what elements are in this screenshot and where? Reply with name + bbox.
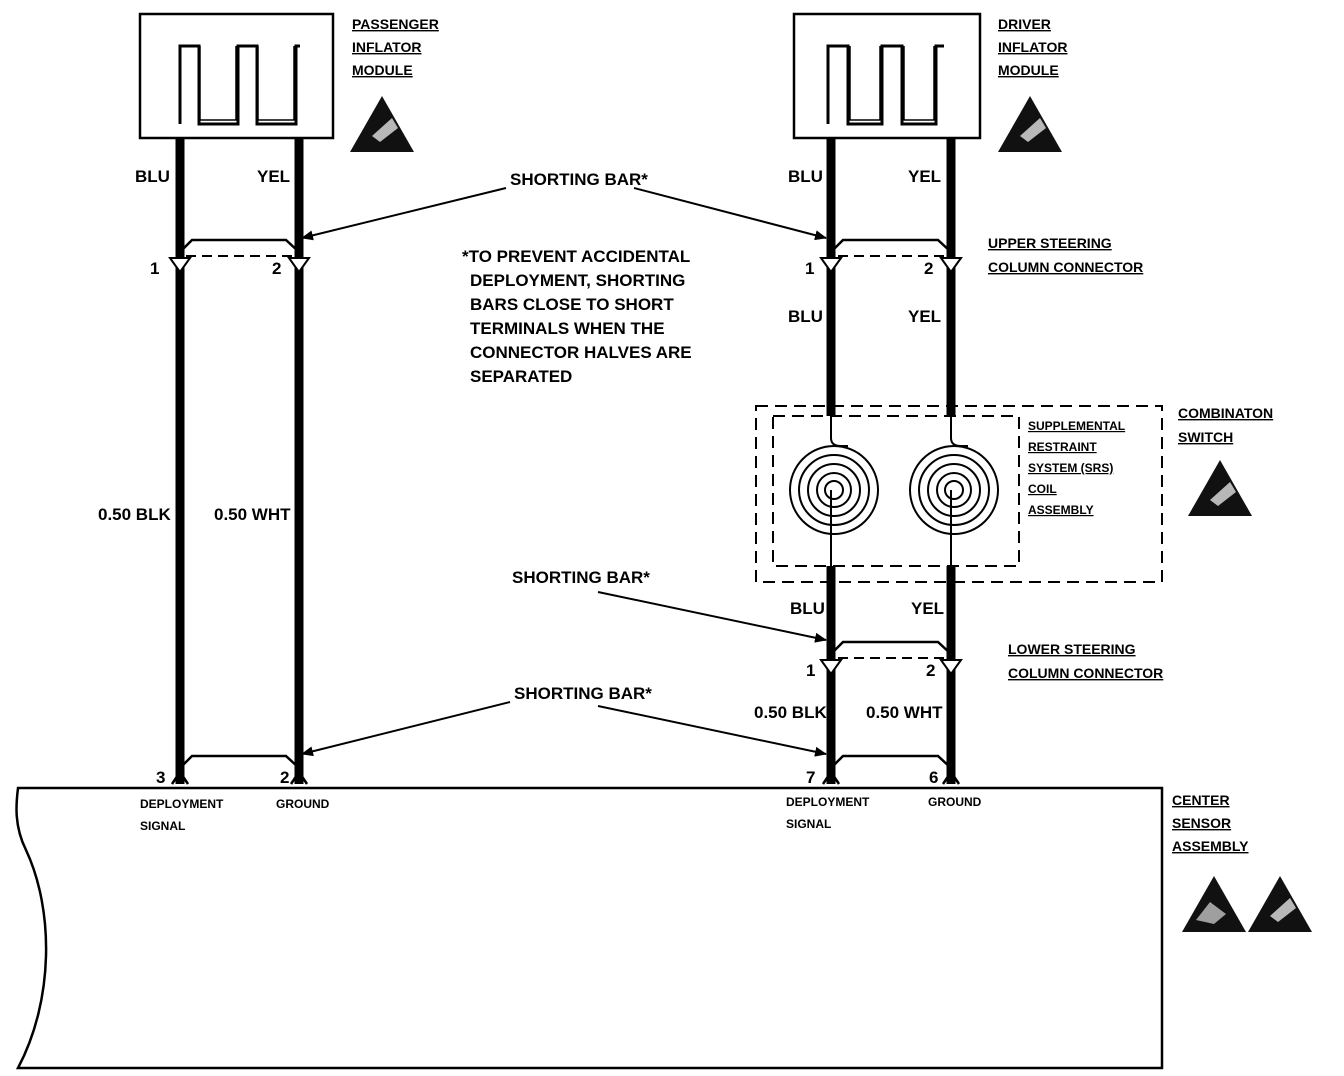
terminal-label-ground: GROUND [276, 797, 330, 811]
passenger-module-label-1: PASSENGER [352, 16, 439, 32]
shorting-bar-arrows [301, 187, 827, 757]
shorting-bar-label: SHORTING BAR* [514, 684, 652, 703]
warning-triangle-icon [998, 96, 1062, 152]
terminal-label-ground: GROUND [928, 795, 982, 809]
driver-connector-pins [819, 257, 963, 785]
warning-triangle-icon [1248, 876, 1312, 932]
svg-text:ASSEMBLY: ASSEMBLY [1028, 503, 1094, 517]
shorting-bar-label: SHORTING BAR* [512, 568, 650, 587]
center-sensor-assembly [15, 786, 1164, 1070]
driver-inflator-module [792, 12, 982, 140]
terminal-label-deployment: DEPLOYMENT [786, 795, 870, 809]
passenger-wires [175, 138, 304, 784]
svg-text:CONNECTOR HALVES ARE: CONNECTOR HALVES ARE [470, 343, 692, 362]
pin-number: 2 [924, 259, 933, 278]
passenger-inflator-module [138, 12, 335, 140]
lower-connector-label-1: LOWER STEERING [1008, 641, 1136, 657]
warning-triangle-icon [1188, 460, 1252, 516]
pin-number: 3 [156, 768, 165, 787]
combination-switch-label-2: SWITCH [1178, 429, 1233, 445]
esd-warning-icon [1182, 876, 1246, 932]
upper-connector-label-2: COLUMN CONNECTOR [988, 259, 1143, 275]
srs-coil-spirals [789, 416, 999, 566]
center-sensor-label-2: SENSOR [1172, 815, 1231, 831]
driver-module-label-1: DRIVER [998, 16, 1051, 32]
driver-module-label-3: MODULE [998, 62, 1059, 78]
passenger-module-label-3: MODULE [352, 62, 413, 78]
wire-label-yel: YEL [257, 167, 290, 186]
wire-label-yel: YEL [911, 599, 944, 618]
pin-number: 1 [806, 661, 815, 680]
wire-label-blk: 0.50 BLK [98, 505, 171, 524]
pin-number: 2 [272, 259, 281, 278]
svg-text:TERMINALS WHEN THE: TERMINALS WHEN THE [470, 319, 665, 338]
svg-text:RESTRAINT: RESTRAINT [1028, 440, 1097, 454]
svg-text:SYSTEM (SRS): SYSTEM (SRS) [1028, 461, 1113, 475]
center-sensor-label-3: ASSEMBLY [1172, 838, 1249, 854]
wire-label-wht: 0.50 WHT [214, 505, 291, 524]
deployment-note: *TO PREVENT ACCIDENTAL DEPLOYMENT, SHORT… [462, 247, 692, 386]
svg-text:BARS CLOSE TO SHORT: BARS CLOSE TO SHORT [470, 295, 674, 314]
wire-label-blk: 0.50 BLK [754, 703, 827, 722]
passenger-connector-pins [168, 257, 311, 785]
pin-number: 1 [805, 259, 814, 278]
svg-text:SUPPLEMENTAL: SUPPLEMENTAL [1028, 419, 1125, 433]
wire-label-blu: BLU [790, 599, 825, 618]
warning-triangle-icon [350, 96, 414, 152]
pin-number: 2 [280, 768, 289, 787]
wire-label-wht: 0.50 WHT [866, 703, 943, 722]
wire-label-yel: YEL [908, 307, 941, 326]
combination-switch-box [755, 405, 1163, 583]
wire-label-blu: BLU [135, 167, 170, 186]
pin-number: 1 [150, 259, 159, 278]
srs-coil-label: SUPPLEMENTAL RESTRAINT SYSTEM (SRS) COIL… [1028, 419, 1125, 517]
svg-text:COIL: COIL [1028, 482, 1057, 496]
shorting-bar-label: SHORTING BAR* [510, 170, 648, 189]
wire-label-blu: BLU [788, 167, 823, 186]
center-sensor-label-1: CENTER [1172, 792, 1230, 808]
terminal-label-signal: SIGNAL [140, 819, 185, 833]
passenger-module-label-2: INFLATOR [352, 39, 421, 55]
terminal-label-signal: SIGNAL [786, 817, 831, 831]
lower-connector-label-2: COLUMN CONNECTOR [1008, 665, 1163, 681]
upper-connector-label-1: UPPER STEERING [988, 235, 1112, 251]
srs-coil-box [772, 415, 1020, 567]
pin-number: 2 [926, 661, 935, 680]
driver-wires [826, 138, 956, 784]
terminal-label-deployment: DEPLOYMENT [140, 797, 224, 811]
pin-number: 7 [806, 768, 815, 787]
combination-switch-label-1: COMBINATON [1178, 405, 1273, 421]
driver-module-label-2: INFLATOR [998, 39, 1067, 55]
svg-text:*TO PREVENT ACCIDENTAL: *TO PREVENT ACCIDENTAL [462, 247, 690, 266]
wire-label-yel: YEL [908, 167, 941, 186]
pin-number: 6 [929, 768, 938, 787]
svg-text:DEPLOYMENT, SHORTING: DEPLOYMENT, SHORTING [470, 271, 685, 290]
svg-text:SEPARATED: SEPARATED [470, 367, 572, 386]
wire-label-blu: BLU [788, 307, 823, 326]
